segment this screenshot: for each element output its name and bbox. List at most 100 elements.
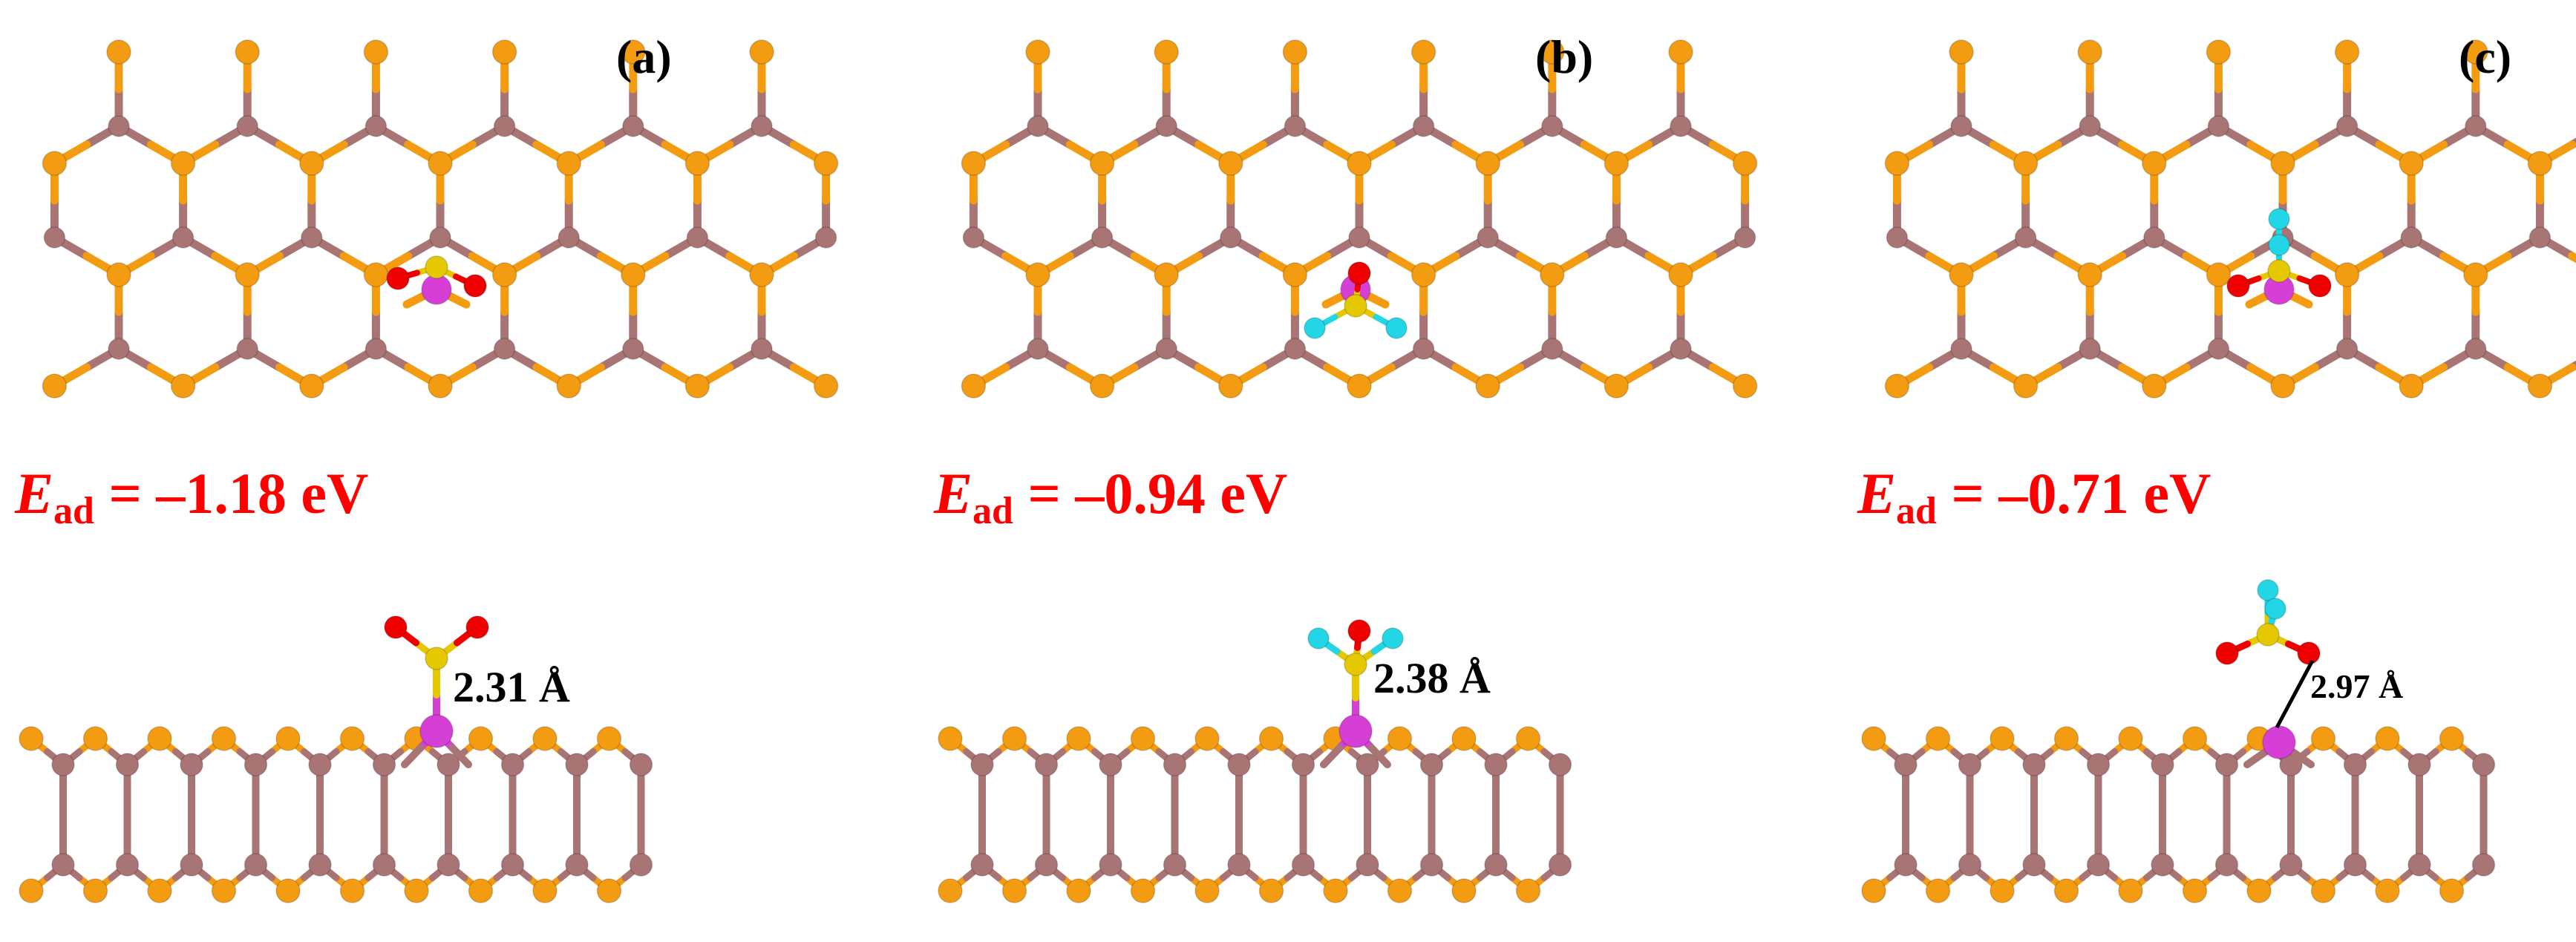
lattice-atom-b (1099, 853, 1122, 877)
lattice-atom (1990, 726, 2015, 751)
lattice-atom (556, 151, 581, 176)
lattice-atom-b (243, 853, 268, 877)
structure-view (1861, 39, 2576, 903)
lattice-atom (2439, 726, 2465, 751)
lattice-atom-b (2086, 853, 2111, 877)
lattice-atom-b (372, 853, 396, 877)
lattice-atom-b (1950, 338, 1972, 360)
lattice-atom (2077, 39, 2102, 65)
lattice-atom-b (171, 226, 194, 249)
lattice-atom (1001, 726, 1027, 751)
lattice-atom-b (2143, 226, 2165, 249)
energy-value: = –0.71 eV (1951, 461, 2211, 526)
lattice-atom-b (2151, 753, 2174, 776)
lattice-atom-b (43, 226, 66, 249)
lattice-atom (1925, 878, 1951, 903)
lattice-atom-b (365, 115, 388, 137)
lattice-atom-b (500, 853, 525, 877)
lattice-atom (938, 878, 963, 903)
lattice-atom (1347, 373, 1372, 399)
lattice-atom-b (1227, 853, 1251, 877)
lattice-atom-b (1419, 753, 1444, 776)
lattice-atom-b (2335, 338, 2358, 360)
lattice-atom (468, 726, 494, 751)
lattice-atom-b (2528, 226, 2552, 249)
lattice-atom-b (115, 853, 140, 877)
side-view (938, 619, 1572, 903)
lattice-atom (1387, 878, 1413, 903)
lattice-atom-b (429, 226, 451, 249)
lattice-atom-b (1484, 753, 1508, 776)
lattice-atom (2206, 39, 2232, 65)
lattice-atom-b (1034, 853, 1059, 877)
lattice-atom (1451, 726, 1477, 751)
adsorption-energy: Ead = –0.71 eV (1857, 460, 2211, 532)
top-view (1884, 39, 2576, 399)
lattice-atom (2270, 373, 2295, 399)
oxygen-atom (2297, 641, 2321, 665)
lattice-atom-b (1886, 226, 1909, 249)
lattice-atom-b (1894, 753, 1918, 776)
lattice-atom-b (437, 853, 460, 877)
lattice-atom-b (2014, 226, 2037, 249)
panel-label: (a) (616, 30, 672, 83)
lattice-atom (1089, 373, 1115, 399)
adsorption-energy: Ead = –1.18 eV (15, 460, 368, 532)
lattice-atom (1130, 878, 1156, 903)
lattice-atom-b (1220, 226, 1242, 249)
lattice-atom (363, 39, 389, 65)
lattice-atom (339, 878, 365, 903)
lattice-atom (2375, 726, 2400, 751)
lattice-atom (1194, 726, 1220, 751)
fluorine-atom (2264, 598, 2286, 620)
lattice-atom-b (2343, 753, 2367, 776)
lattice-atom (106, 262, 131, 287)
top-view (961, 39, 1758, 399)
lattice-atom-b (2471, 753, 2496, 776)
lattice-atom-b (1733, 226, 1756, 249)
lattice-atom-b (301, 226, 323, 249)
lattice-atom (2142, 151, 2167, 176)
lattice-atom (596, 726, 622, 751)
lattice-atom-b (1163, 853, 1187, 877)
fluorine-atom (2268, 234, 2290, 256)
lattice-atom (1323, 878, 1348, 903)
lattice-atom (813, 151, 839, 176)
bond (2291, 750, 2315, 768)
oxygen-atom (384, 615, 408, 639)
lattice-atom-b (1950, 115, 1972, 137)
lattice-atom (1089, 151, 1115, 176)
lattice-atom (2077, 262, 2102, 287)
lattice-atom (275, 726, 301, 751)
lattice-atom-b (1419, 853, 1444, 877)
lattice-atom-b (1670, 115, 1692, 137)
lattice-atom-b (1099, 753, 1122, 776)
energy-subscript: ad (1896, 490, 1937, 532)
lattice-atom-b (493, 338, 516, 360)
oxygen-atom (2226, 274, 2250, 298)
lattice-atom-b (1284, 115, 1307, 137)
lattice-atom-b (2079, 115, 2101, 137)
energy-symbol: E (1857, 461, 1897, 526)
lattice-atom (42, 373, 68, 399)
lattice-atom (621, 262, 646, 287)
lattice-atom-b (814, 226, 837, 249)
lattice-atom (532, 726, 558, 751)
lattice-atom-b (372, 753, 396, 776)
dopant-atom (419, 714, 454, 748)
lattice-atom (1515, 726, 1541, 751)
lattice-atom-b (2151, 853, 2174, 877)
lattice-atom (275, 878, 301, 903)
top-view (42, 39, 839, 399)
lattice-atom (468, 878, 494, 903)
bond (448, 744, 472, 768)
lattice-atom-b (1356, 753, 1379, 776)
lattice-atom-b (1548, 853, 1572, 877)
lattice-atom-b (2400, 226, 2422, 249)
lattice-atom-b (622, 115, 644, 137)
lattice-atom-b (51, 753, 75, 776)
sulfur-atom (1344, 294, 1367, 318)
lattice-atom (2310, 878, 2336, 903)
lattice-atom-b (751, 338, 773, 360)
lattice-atom (106, 39, 131, 65)
